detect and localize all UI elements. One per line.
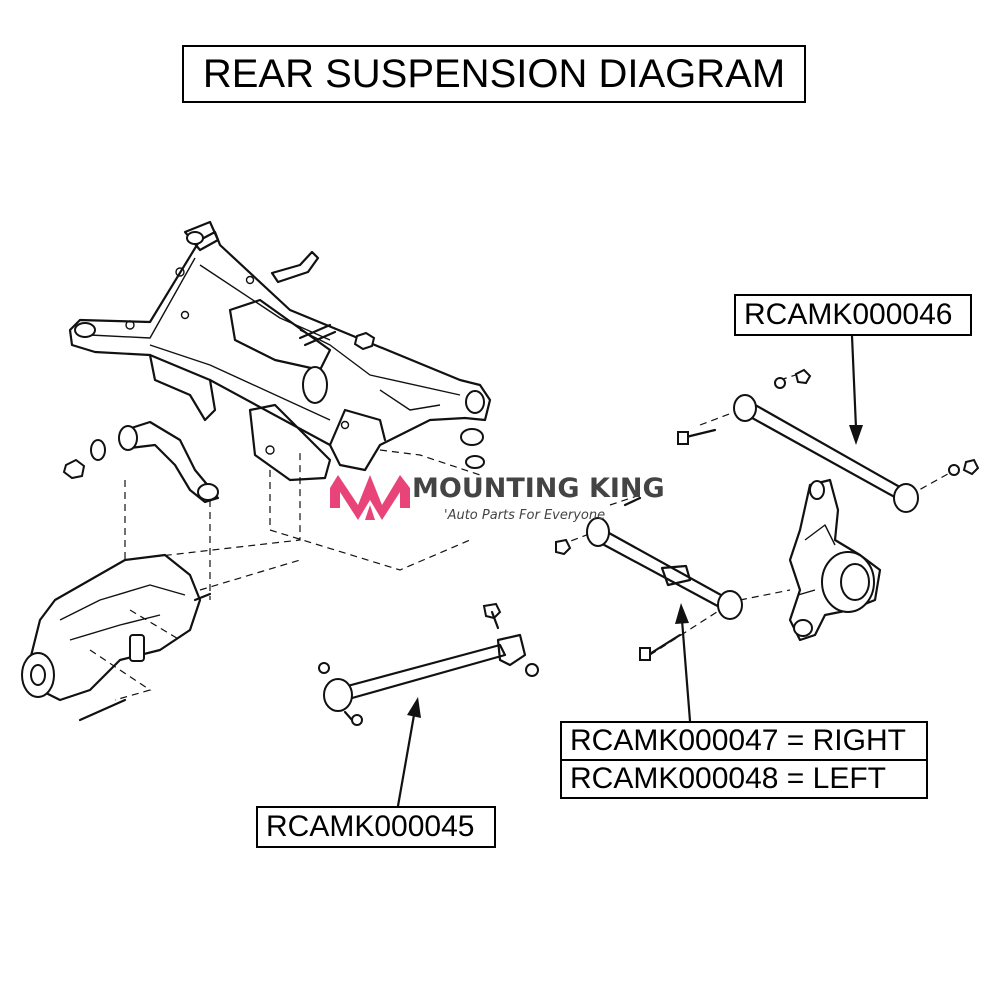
part-label-rcamk000047-right: RCAMK000047 = RIGHT [560,721,928,761]
toe-link-047-048 [555,496,743,661]
crown-m-icon [330,475,410,520]
assembly-dashed-lines [89,371,956,701]
diagram-title: REAR SUSPENSION DIAGRAM [182,45,806,103]
part-label-rcamk000048-left: RCAMK000048 = LEFT [560,759,928,799]
left-lateral-link [62,420,220,504]
part-label-rcamk000046: RCAMK000046 [734,294,972,336]
brand-logo: MOUNTING KING 'Auto Parts For Everyone [330,473,665,523]
lateral-link-045 [318,602,539,726]
rear-subframe [68,220,492,482]
label-arrows [396,334,863,808]
rear-knuckle [788,478,882,642]
logo-name: MOUNTING KING [412,473,665,504]
logo-tagline: 'Auto Parts For Everyone [444,508,605,523]
part-label-rcamk000045: RCAMK000045 [256,806,496,848]
upper-arm-046 [677,368,980,513]
differential [21,553,212,722]
